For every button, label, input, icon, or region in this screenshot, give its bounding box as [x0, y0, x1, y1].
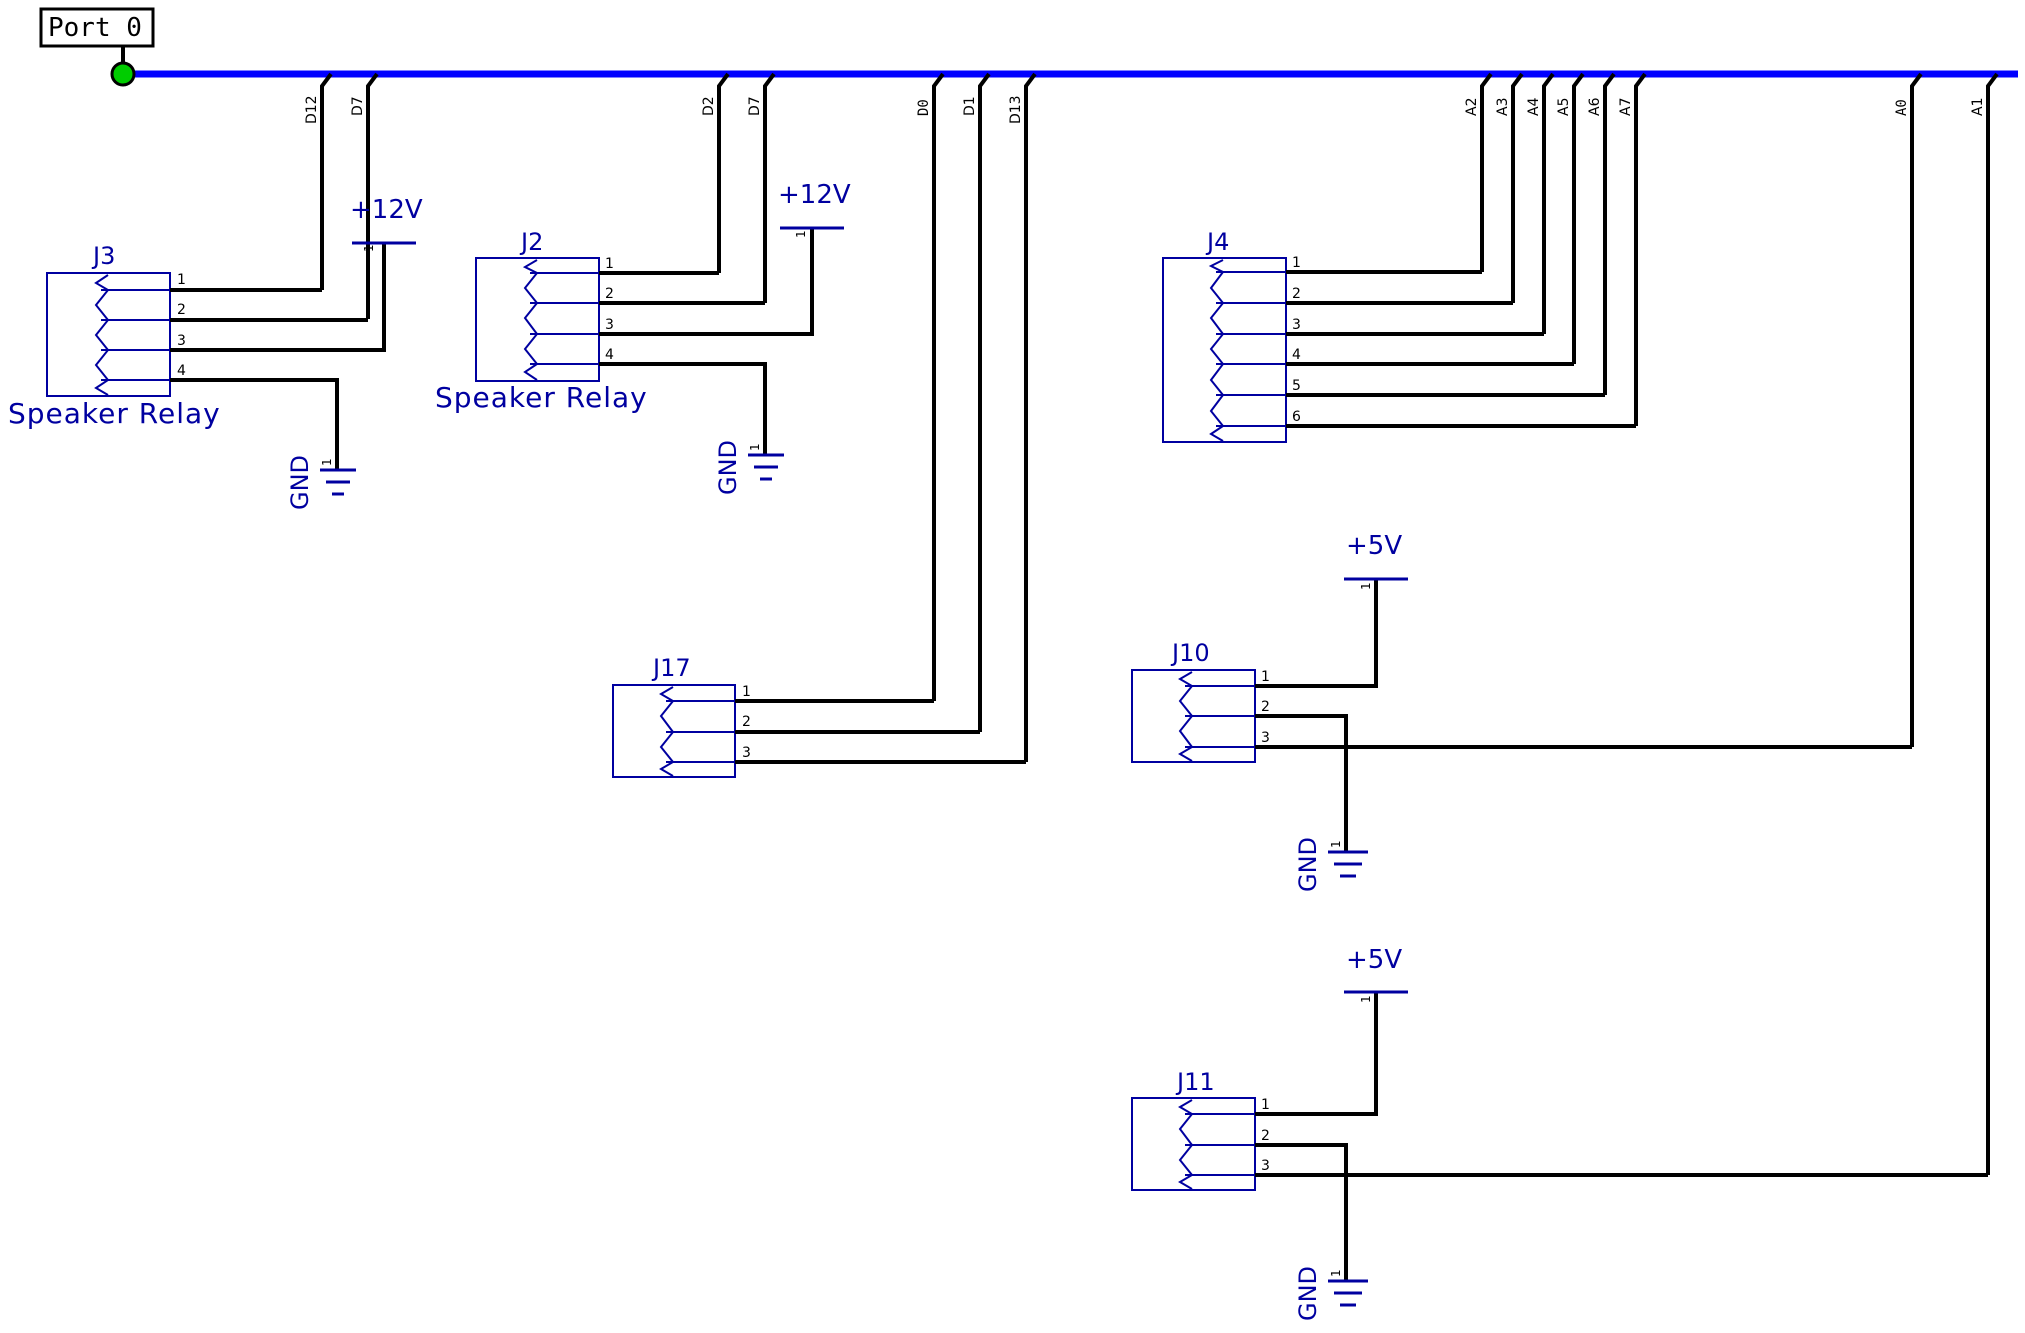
svg-text:1: 1 — [1329, 840, 1343, 848]
gnd-label: GND — [1294, 1266, 1322, 1321]
j2-pin-3: 3 — [605, 317, 614, 333]
power-12v-j3: +12V 1 — [350, 195, 423, 252]
j2-pin-1: 1 — [605, 256, 614, 272]
net-label-d2: D2 — [701, 96, 717, 116]
bus-taps — [320, 72, 1999, 1175]
j10-pin-1: 1 — [1261, 669, 1270, 685]
j11-pin-1: 1 — [1261, 1097, 1270, 1113]
net-label-a0: A0 — [1894, 99, 1910, 116]
j3-pin-1: 1 — [177, 272, 186, 288]
power-12v-label: +12V — [778, 180, 851, 210]
net-label-d7: D7 — [350, 96, 366, 116]
j2-pin-2: 2 — [605, 286, 614, 302]
j11-wires — [1255, 992, 1988, 1281]
bus-labels: D12 D7 D2 D7 D0 D1 D13 A2 A3 A4 A5 A6 A7… — [304, 95, 1986, 124]
j11-ref: J11 — [1175, 1068, 1215, 1096]
gnd-label: GND — [286, 455, 314, 510]
j4-ref: J4 — [1205, 228, 1229, 256]
j11-pin-3: 3 — [1261, 1158, 1270, 1174]
power-5v-label: +5V — [1346, 531, 1402, 561]
svg-text:1: 1 — [320, 458, 334, 466]
j4-pin-4: 4 — [1292, 347, 1301, 363]
j4-pin-3: 3 — [1292, 317, 1301, 333]
gnd-j11: 1 GND — [1294, 1266, 1368, 1321]
j4-pin-5: 5 — [1292, 378, 1301, 394]
power-5v-label: +5V — [1346, 945, 1402, 975]
net-label-a7: A7 — [1618, 98, 1634, 116]
j11-pin-2: 2 — [1261, 1128, 1270, 1144]
j17-pin-1: 1 — [742, 684, 751, 700]
connector-j17[interactable]: J17 1 2 3 — [612, 654, 751, 778]
connector-j4[interactable]: J4 1 2 3 4 5 6 — [1162, 228, 1301, 443]
j3-ref: J3 — [91, 242, 115, 270]
j4-wires — [1286, 270, 1636, 428]
j2-ref: J2 — [519, 228, 543, 256]
svg-text:1: 1 — [362, 244, 376, 252]
j2-label: Speaker Relay — [435, 381, 648, 414]
gnd-j3: 1 GND — [286, 455, 356, 510]
j4-pin-2: 2 — [1292, 286, 1301, 302]
power-5v-j10: +5V 1 — [1344, 531, 1408, 590]
j17-wires — [735, 699, 1026, 764]
j10-ref: J10 — [1170, 639, 1210, 667]
connector-j2[interactable]: J2 Speaker Relay 1 2 3 4 — [435, 228, 648, 414]
connector-j3[interactable]: J3 Speaker Relay 1 2 3 4 — [8, 242, 221, 430]
port-0[interactable]: Port 0 — [39, 7, 155, 63]
svg-text:1: 1 — [1359, 995, 1373, 1003]
gnd-label: GND — [1294, 837, 1322, 892]
net-label-d13: D13 — [1008, 95, 1024, 124]
port-label: Port 0 — [48, 13, 142, 43]
net-label-d12: D12 — [304, 95, 320, 124]
net-label-d0: D0 — [916, 99, 932, 116]
svg-text:1: 1 — [1329, 1269, 1343, 1277]
j3-pin-4: 4 — [177, 363, 186, 379]
power-12v-j2: +12V 1 — [778, 180, 851, 238]
j17-pin-2: 2 — [742, 714, 751, 730]
j3-pin-2: 2 — [177, 302, 186, 318]
j2-pin-4: 4 — [605, 347, 614, 363]
net-label-a2: A2 — [1464, 98, 1480, 116]
net-label-a4: A4 — [1526, 97, 1542, 116]
net-label-a5: A5 — [1556, 98, 1572, 116]
net-label-d7: D7 — [747, 96, 763, 116]
net-label-d1: D1 — [962, 96, 978, 116]
j17-pin-3: 3 — [742, 745, 751, 761]
connector-j11[interactable]: J11 1 2 3 — [1131, 1068, 1270, 1191]
svg-text:1: 1 — [1359, 582, 1373, 590]
j10-pin-2: 2 — [1261, 699, 1270, 715]
connector-j10[interactable]: J10 1 2 3 — [1131, 639, 1270, 763]
gnd-label: GND — [714, 440, 742, 495]
j4-pin-6: 6 — [1292, 409, 1301, 425]
j10-wires — [1255, 579, 1912, 852]
net-label-a1: A1 — [1970, 98, 1986, 116]
power-5v-j11: +5V 1 — [1344, 945, 1408, 1003]
power-12v-label: +12V — [350, 195, 423, 225]
net-label-a6: A6 — [1587, 97, 1603, 116]
j10-pin-3: 3 — [1261, 730, 1270, 746]
j3-pin-3: 3 — [177, 333, 186, 349]
net-label-a3: A3 — [1495, 98, 1511, 116]
gnd-j2: 1 GND — [714, 440, 784, 495]
j3-wires — [170, 243, 386, 470]
svg-text:1: 1 — [748, 443, 762, 451]
svg-text:1: 1 — [794, 230, 808, 238]
j4-pin-1: 1 — [1292, 255, 1301, 271]
j17-ref: J17 — [651, 654, 691, 682]
port-connection-dot[interactable] — [110, 61, 136, 87]
j3-label: Speaker Relay — [8, 397, 221, 430]
j2-wires — [599, 228, 814, 455]
gnd-j10: 1 GND — [1294, 837, 1368, 892]
